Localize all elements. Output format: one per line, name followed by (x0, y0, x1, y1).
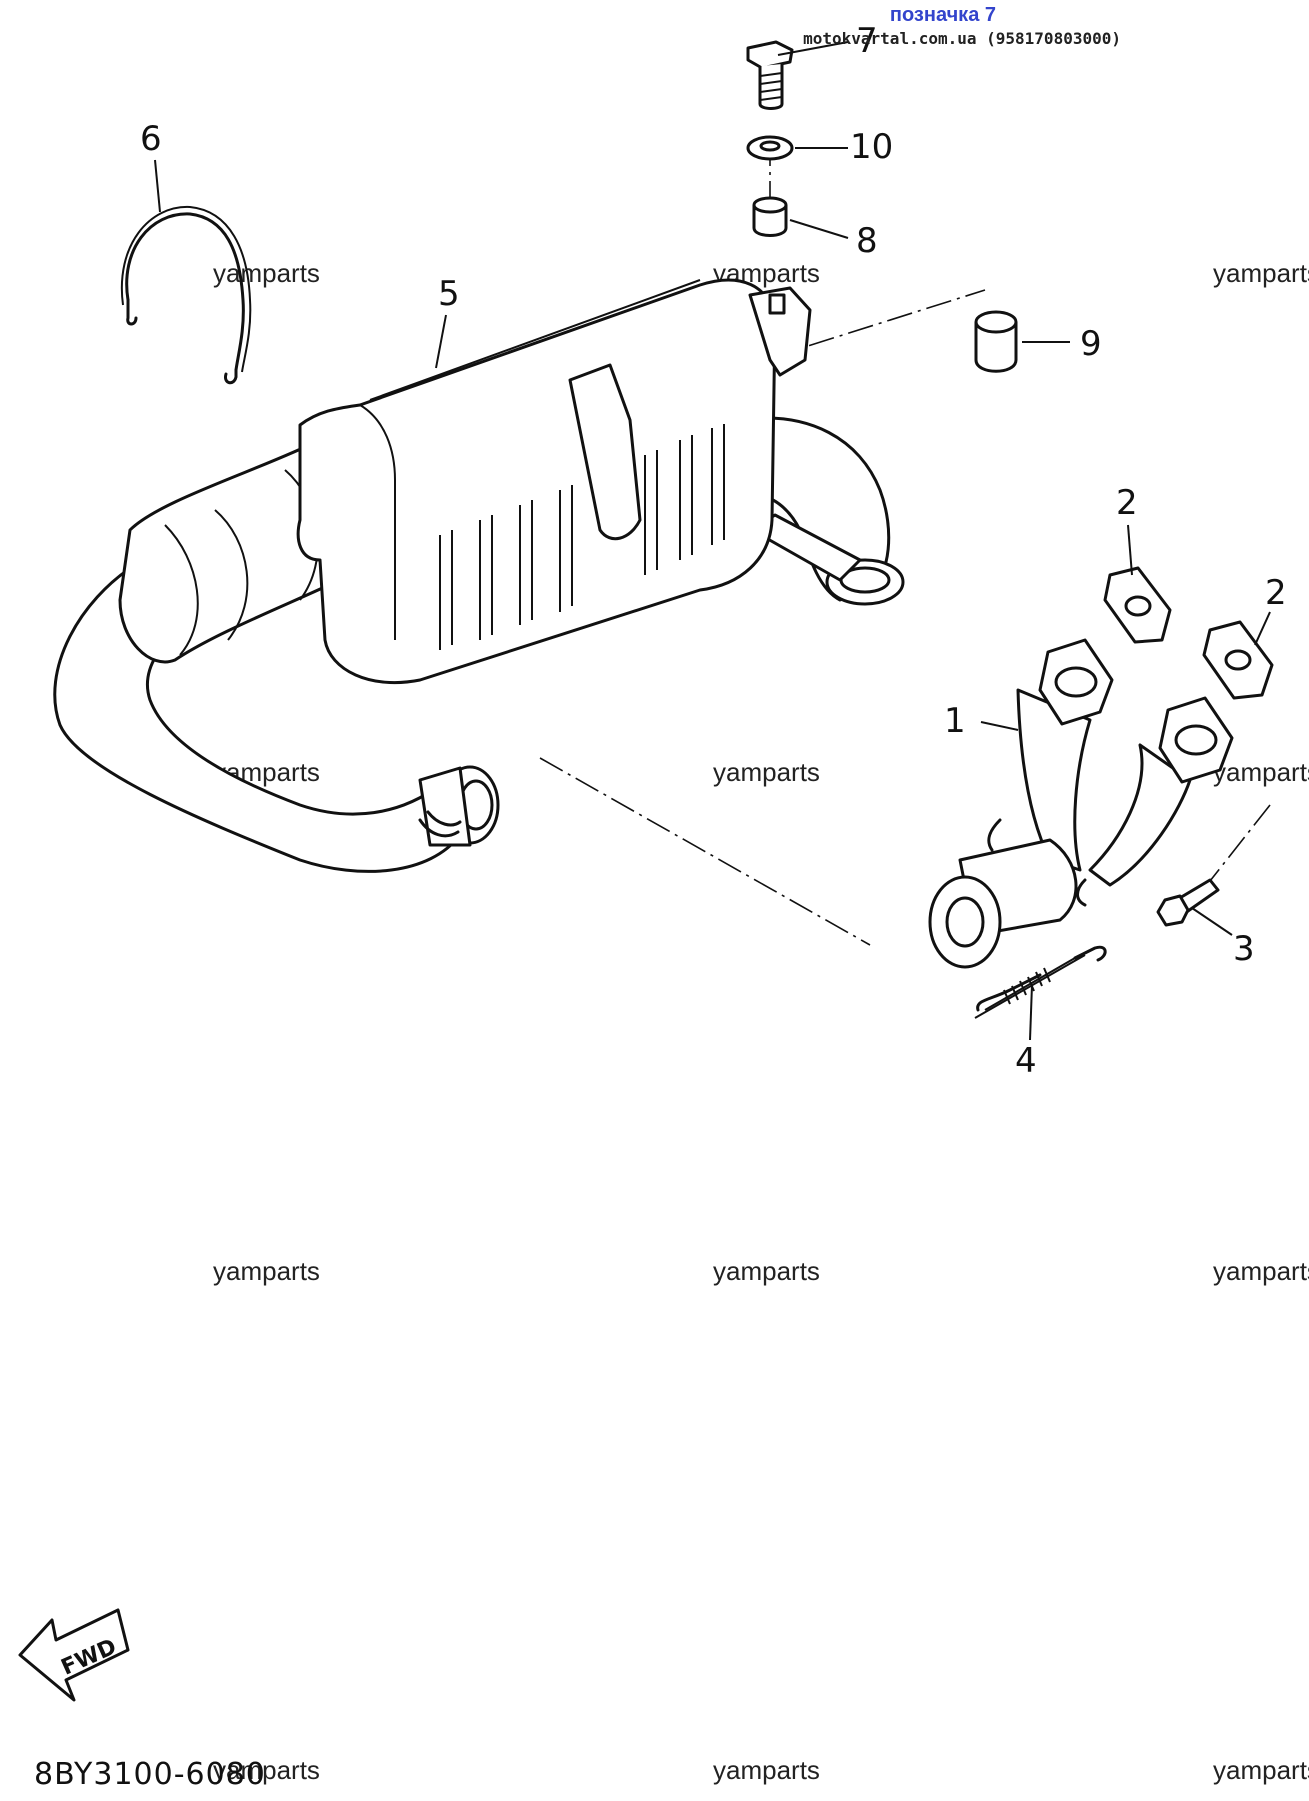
watermark: yamparts (1213, 1256, 1309, 1286)
callout-2a: 2 (1116, 483, 1138, 523)
callout-8: 8 (856, 221, 878, 261)
watermark: yamparts (1213, 757, 1309, 787)
diagram-code: 8BY3100-6080 (34, 1757, 266, 1792)
callout-3: 3 (1233, 929, 1255, 969)
callout-7: 7 (856, 21, 878, 61)
collar-part-8 (752, 196, 788, 237)
callouts: 6 5 7 10 8 9 1 2 2 3 4 (140, 21, 1287, 1081)
exhaust-pipe-part-1 (928, 638, 1234, 969)
callout-9: 9 (1080, 324, 1102, 364)
gasket-part-2b (1202, 620, 1274, 700)
leader-lines (154, 41, 1271, 1041)
callout-5: 5 (438, 274, 460, 314)
bolt-part-3 (1156, 878, 1220, 927)
callout-4: 4 (1015, 1041, 1037, 1081)
watermark: yamparts (713, 1256, 820, 1286)
watermark: yamparts (713, 757, 820, 787)
gasket-part-2a (1103, 566, 1172, 644)
watermark: yamparts (1213, 1755, 1309, 1785)
watermarks: yamparts yamparts yamparts yamparts yamp… (213, 258, 1309, 1785)
heat-shield-fins (439, 424, 725, 650)
site-label: motokvartal.com.ua (958170803000) (803, 29, 1121, 48)
callout-2b: 2 (1265, 573, 1287, 613)
watermark: yamparts (213, 258, 320, 288)
watermark: yamparts (213, 1256, 320, 1286)
watermark: yamparts (713, 1755, 820, 1785)
muffler-part-5 (53, 278, 905, 873)
spring-part-4 (974, 945, 1107, 1019)
washer-part-10 (746, 135, 794, 161)
bolt-part-7 (746, 40, 794, 110)
page-label: позначка 7 (889, 4, 996, 26)
grommet-part-9 (974, 310, 1018, 373)
callout-6: 6 (140, 119, 162, 159)
watermark: yamparts (213, 1755, 320, 1785)
spring-part-6 (120, 205, 252, 385)
callout-10: 10 (850, 127, 893, 167)
callout-1: 1 (944, 701, 966, 741)
fwd-arrow: FWD (18, 1608, 130, 1702)
watermark: yamparts (1213, 258, 1309, 288)
